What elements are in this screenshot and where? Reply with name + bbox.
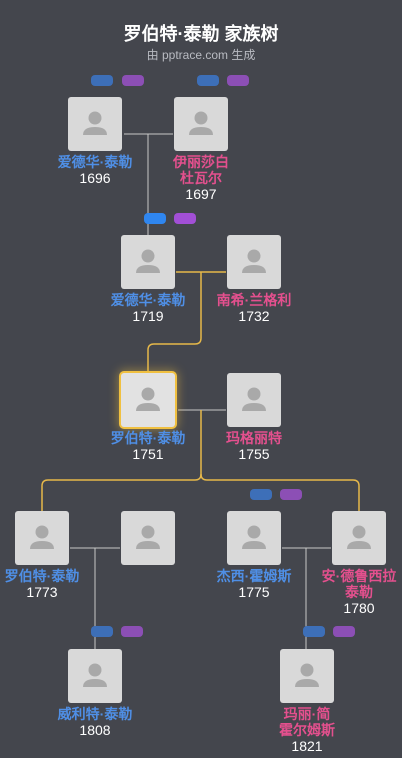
person-birth-year: 1821 <box>291 738 323 754</box>
person-name: 玛丽·简 霍尔姆斯 <box>279 706 335 738</box>
expand-toggle-purple[interactable] <box>333 626 355 637</box>
person-avatar[interactable] <box>121 511 175 565</box>
person-avatar[interactable] <box>174 97 228 151</box>
person-avatar[interactable] <box>227 511 281 565</box>
expand-toggle-purple[interactable] <box>121 626 143 637</box>
person-silhouette-icon <box>242 387 266 411</box>
person-avatar[interactable] <box>332 511 386 565</box>
person-birth-year: 1755 <box>238 446 270 462</box>
person-name: 爱德华·泰勒 <box>57 154 133 170</box>
person-birth-year: 1780 <box>343 600 375 616</box>
person-birth-year: 1696 <box>79 170 111 186</box>
person-name: 伊丽莎白 杜瓦尔 <box>173 154 229 186</box>
descent-line <box>200 473 360 511</box>
person-silhouette-icon <box>83 663 107 687</box>
person-avatar[interactable] <box>280 649 334 703</box>
person-silhouette-icon <box>136 387 160 411</box>
person-avatar[interactable] <box>68 649 122 703</box>
expand-toggle-purple[interactable] <box>174 213 196 224</box>
person-silhouette-icon <box>30 525 54 549</box>
expand-toggle-purple[interactable] <box>227 75 249 86</box>
person-silhouette-icon <box>189 111 213 135</box>
person-name: 罗伯特·泰勒 <box>4 568 80 584</box>
person-avatar[interactable] <box>15 511 69 565</box>
person-silhouette-icon <box>242 525 266 549</box>
person-silhouette-icon <box>136 249 160 273</box>
person-name: 爱德华·泰勒 <box>110 292 186 308</box>
person-birth-year: 1773 <box>26 584 58 600</box>
person-silhouette-icon <box>295 663 319 687</box>
person-birth-year: 1775 <box>238 584 270 600</box>
expand-toggle-blue[interactable] <box>250 489 272 500</box>
person-name: 杰西·霍姆斯 <box>216 568 292 584</box>
tree-title: 罗伯特·泰勒 家族树 <box>123 24 279 44</box>
person-name: 南希·兰格利 <box>216 292 292 308</box>
person-silhouette-icon <box>83 111 107 135</box>
person-birth-year: 1808 <box>79 722 111 738</box>
expand-toggle-blue[interactable] <box>197 75 219 86</box>
expand-toggle-purple[interactable] <box>122 75 144 86</box>
person-silhouette-icon <box>347 525 371 549</box>
person-name: 玛格丽特 <box>226 430 282 446</box>
person-birth-year: 1732 <box>238 308 270 324</box>
person-birth-year: 1719 <box>132 308 164 324</box>
expand-toggle-blue[interactable] <box>144 213 166 224</box>
person-avatar[interactable] <box>227 373 281 427</box>
person-name: 威利特·泰勒 <box>57 706 133 722</box>
expand-toggle-purple[interactable] <box>280 489 302 500</box>
descent-line <box>147 272 202 372</box>
person-silhouette-icon <box>242 249 266 273</box>
person-avatar[interactable] <box>121 373 175 427</box>
expand-toggle-blue[interactable] <box>91 626 113 637</box>
person-avatar[interactable] <box>68 97 122 151</box>
expand-toggle-blue[interactable] <box>303 626 325 637</box>
person-birth-year: 1697 <box>185 186 217 202</box>
person-name: 安·德鲁西拉 泰勒 <box>321 568 397 600</box>
person-avatar[interactable] <box>227 235 281 289</box>
expand-toggle-blue[interactable] <box>91 75 113 86</box>
person-birth-year: 1751 <box>132 446 164 462</box>
person-avatar[interactable] <box>121 235 175 289</box>
person-silhouette-icon <box>136 525 160 549</box>
person-name: 罗伯特·泰勒 <box>110 430 186 446</box>
tree-subtitle: 由 pptrace.com 生成 <box>146 48 256 62</box>
